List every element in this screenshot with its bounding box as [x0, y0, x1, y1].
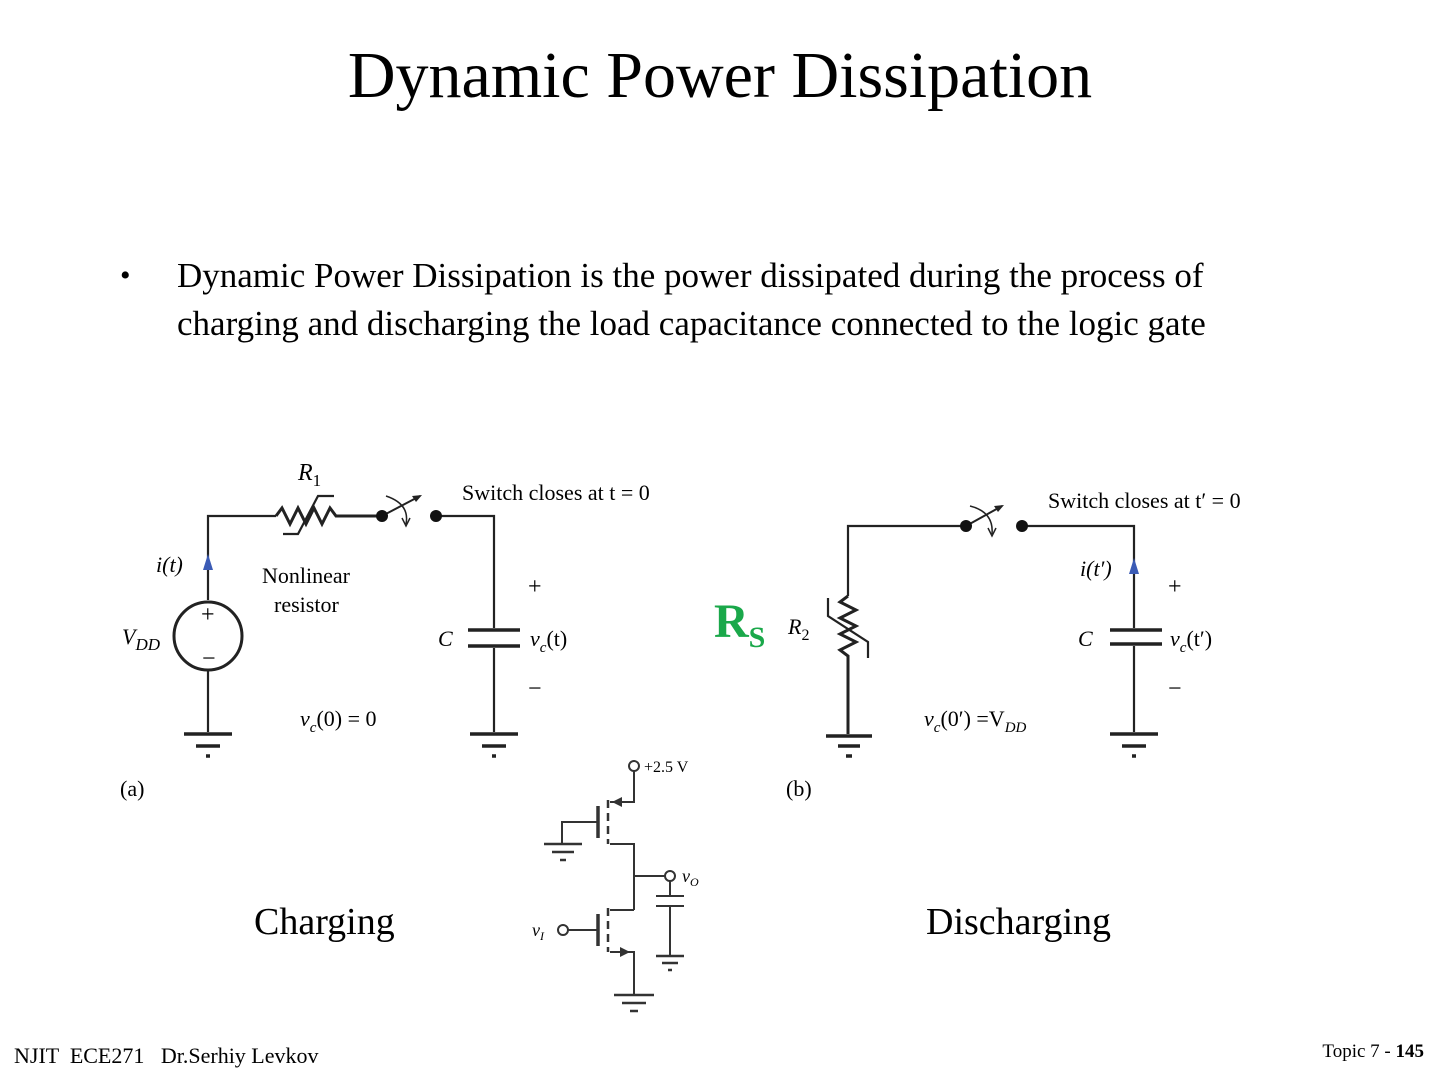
svg-text:+2.5 V: +2.5 V — [644, 759, 689, 776]
resistor-r1 — [274, 504, 382, 528]
svg-text:R2: R2 — [787, 614, 809, 644]
nonlinear-marker — [826, 598, 870, 658]
capacitor-plates — [468, 628, 520, 648]
capacitor-plates — [1110, 628, 1162, 646]
switch-terminal — [1016, 520, 1028, 532]
svg-text:i(t): i(t) — [156, 552, 183, 577]
svg-text:R1: R1 — [297, 460, 321, 490]
ground-icon — [614, 993, 654, 1013]
svg-text:Switch closes at t′ = 0: Switch closes at t′ = 0 — [1048, 488, 1241, 513]
pmos-gate-wire — [561, 821, 598, 844]
ground-icon — [544, 842, 582, 862]
svg-text:Switch closes at t = 0: Switch closes at t = 0 — [462, 480, 650, 505]
ground-icon — [184, 732, 232, 758]
input-terminal — [557, 924, 569, 936]
switch-rotation-arrow — [969, 505, 993, 535]
circuit-a-diagram: R1 Nonlinear resistor Switch closes at t… — [120, 460, 650, 801]
svg-text:vI: vI — [532, 920, 545, 943]
nonlinear-marker — [283, 494, 334, 536]
caption-discharging: Discharging — [926, 901, 1112, 943]
ground-icon — [1110, 732, 1158, 758]
svg-text:VDD: VDD — [122, 624, 161, 654]
wire — [1022, 524, 1136, 628]
slide-title: Dynamic Power Dissipation — [347, 39, 1093, 112]
wire — [206, 514, 276, 600]
bullet-list: • Dynamic Power Dissipation is the power… — [120, 252, 1320, 348]
bullet-item: • Dynamic Power Dissipation is the power… — [120, 252, 1320, 348]
ground-icon — [826, 734, 872, 758]
switch-arrow-head — [994, 505, 1004, 512]
output-terminal — [664, 870, 676, 882]
resistor-r2 — [836, 594, 860, 734]
switch-terminal — [960, 520, 972, 532]
svg-text:C: C — [438, 626, 453, 651]
svg-text:+: + — [1168, 574, 1182, 600]
circuit-b-diagram: R2 Switch closes at t′ = 0 i(t′) C vc(t′… — [786, 488, 1241, 801]
current-arrow-icon — [203, 554, 213, 570]
switch-rotation-arrow — [385, 495, 408, 525]
svg-text:+: + — [528, 574, 542, 600]
svg-text:vO: vO — [682, 866, 699, 889]
switch-blade — [965, 505, 1003, 527]
svg-text:vc(t′): vc(t′) — [1170, 626, 1212, 656]
bullet-dot-icon: • — [120, 259, 131, 292]
load-capacitor — [656, 881, 684, 955]
svg-text:−: − — [202, 646, 216, 672]
svg-text:+: + — [201, 602, 215, 628]
svg-text:C: C — [1078, 626, 1093, 651]
rs-annotation: RS — [714, 595, 766, 655]
ground-icon — [656, 954, 684, 972]
wire — [846, 524, 966, 596]
svg-text:Nonlinear: Nonlinear — [262, 563, 351, 588]
bullet-text: Dynamic Power Dissipation is the power d… — [177, 256, 1206, 343]
caption-charging: Charging — [254, 901, 395, 943]
svg-text:vc(0′) =VDD: vc(0′) =VDD — [924, 706, 1027, 736]
svg-text:vc(t): vc(t) — [530, 626, 567, 656]
footer-course-info: NJIT ECE271 Dr.Serhiy Levkov — [14, 1043, 319, 1068]
svg-text:(b): (b) — [786, 776, 812, 801]
footer-page-number: Topic 7 - 145 — [1322, 1041, 1424, 1062]
svg-text:i(t′): i(t′) — [1080, 556, 1112, 581]
svg-text:−: − — [1168, 676, 1182, 702]
wire — [610, 843, 635, 910]
svg-text:(a): (a) — [120, 776, 144, 801]
wire — [610, 951, 635, 995]
pmos-arrow-icon — [612, 797, 622, 807]
switch-terminal — [376, 510, 388, 522]
ground-icon — [470, 732, 518, 758]
supply-terminal — [628, 760, 640, 772]
switch-arrow-head — [412, 495, 422, 502]
cmos-inverter-diagram: +2.5 V vO vI — [532, 759, 699, 1013]
switch-terminal — [430, 510, 442, 522]
svg-text:resistor: resistor — [274, 592, 339, 617]
svg-text:−: − — [528, 676, 542, 702]
svg-text:vc(0) = 0: vc(0) = 0 — [300, 706, 377, 736]
wire — [436, 514, 496, 628]
current-arrow-icon — [1129, 558, 1139, 574]
nmos-arrow-icon — [620, 947, 630, 957]
switch-blade — [381, 495, 421, 517]
